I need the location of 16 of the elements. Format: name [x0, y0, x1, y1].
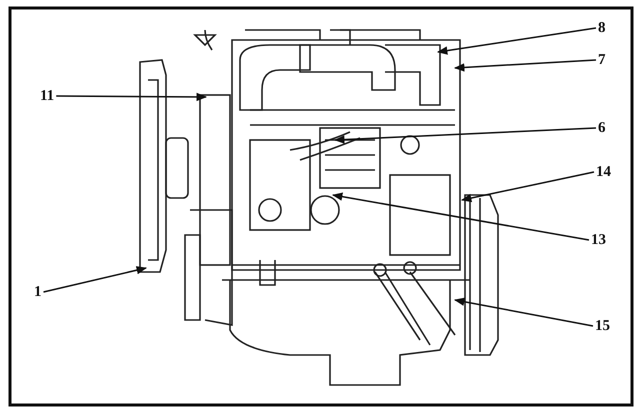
callout-number: 7 [598, 52, 606, 68]
callout-number: 11 [40, 88, 54, 104]
leader-line [56, 92, 208, 102]
leader-line [436, 27, 596, 55]
callout-number: 13 [591, 232, 606, 248]
leader-line [454, 59, 596, 72]
leader-line [334, 127, 596, 144]
callout-number: 14 [596, 164, 611, 180]
callout-number: 8 [598, 20, 606, 36]
callout-number: 15 [595, 318, 610, 334]
callout-number: 1 [34, 284, 42, 300]
callout-number: 6 [598, 120, 606, 136]
leader-line [43, 266, 148, 293]
leader-line [332, 192, 590, 241]
leader-line [454, 298, 594, 327]
leader-line [460, 171, 594, 202]
